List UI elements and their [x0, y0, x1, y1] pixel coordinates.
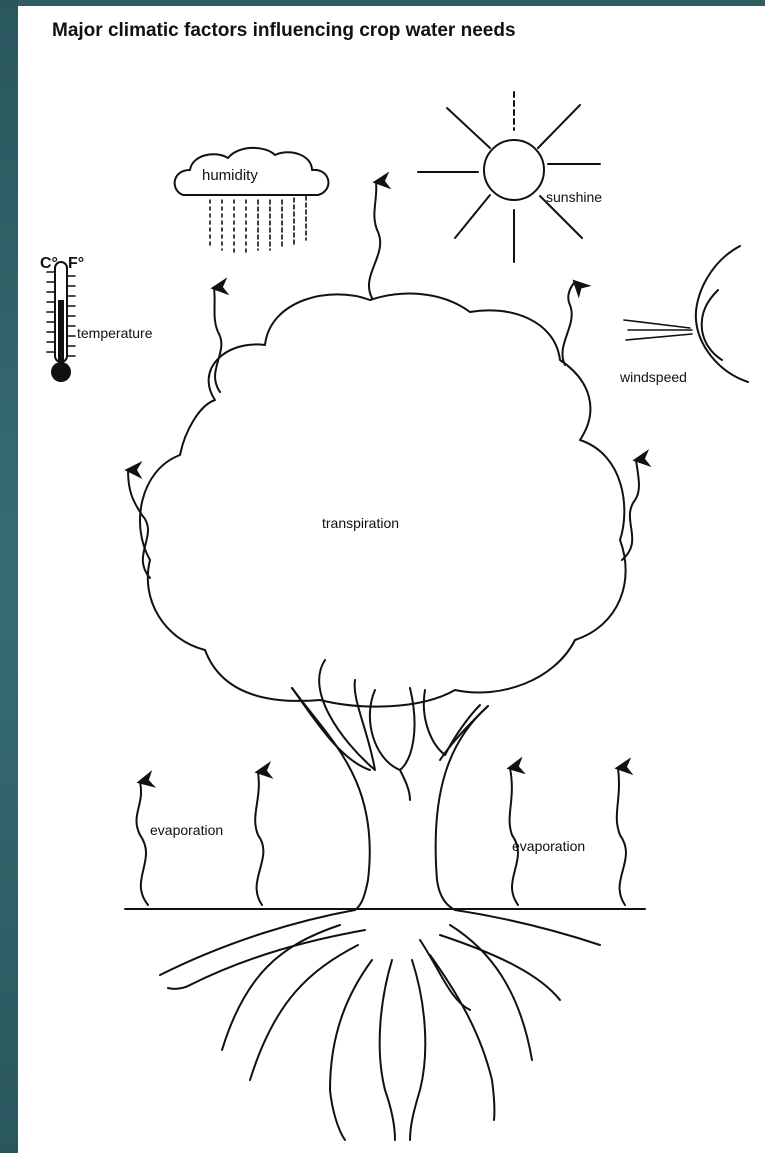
humidity-label: humidity: [202, 167, 258, 184]
evaporation-label-left: evaporation: [150, 822, 223, 838]
tree-trunk: [292, 660, 488, 910]
wind-face-icon: windspeed: [619, 246, 748, 385]
temperature-label: temperature: [77, 325, 153, 341]
tree-canopy: [140, 294, 626, 707]
transpiration-label: transpiration: [322, 515, 399, 531]
rain-icon: [210, 196, 306, 252]
thermometer-icon: C° F° temperature: [40, 255, 153, 382]
sunshine-label: sunshine: [546, 189, 602, 205]
celsius-label: C°: [40, 255, 58, 272]
windspeed-label: windspeed: [619, 369, 687, 385]
evaporation-label-right: evaporation: [512, 838, 585, 854]
tree-roots: [160, 910, 600, 1140]
humidity-cloud-icon: humidity: [175, 148, 329, 252]
sun-icon: sunshine: [418, 92, 602, 262]
fahrenheit-label: F°: [68, 255, 84, 272]
